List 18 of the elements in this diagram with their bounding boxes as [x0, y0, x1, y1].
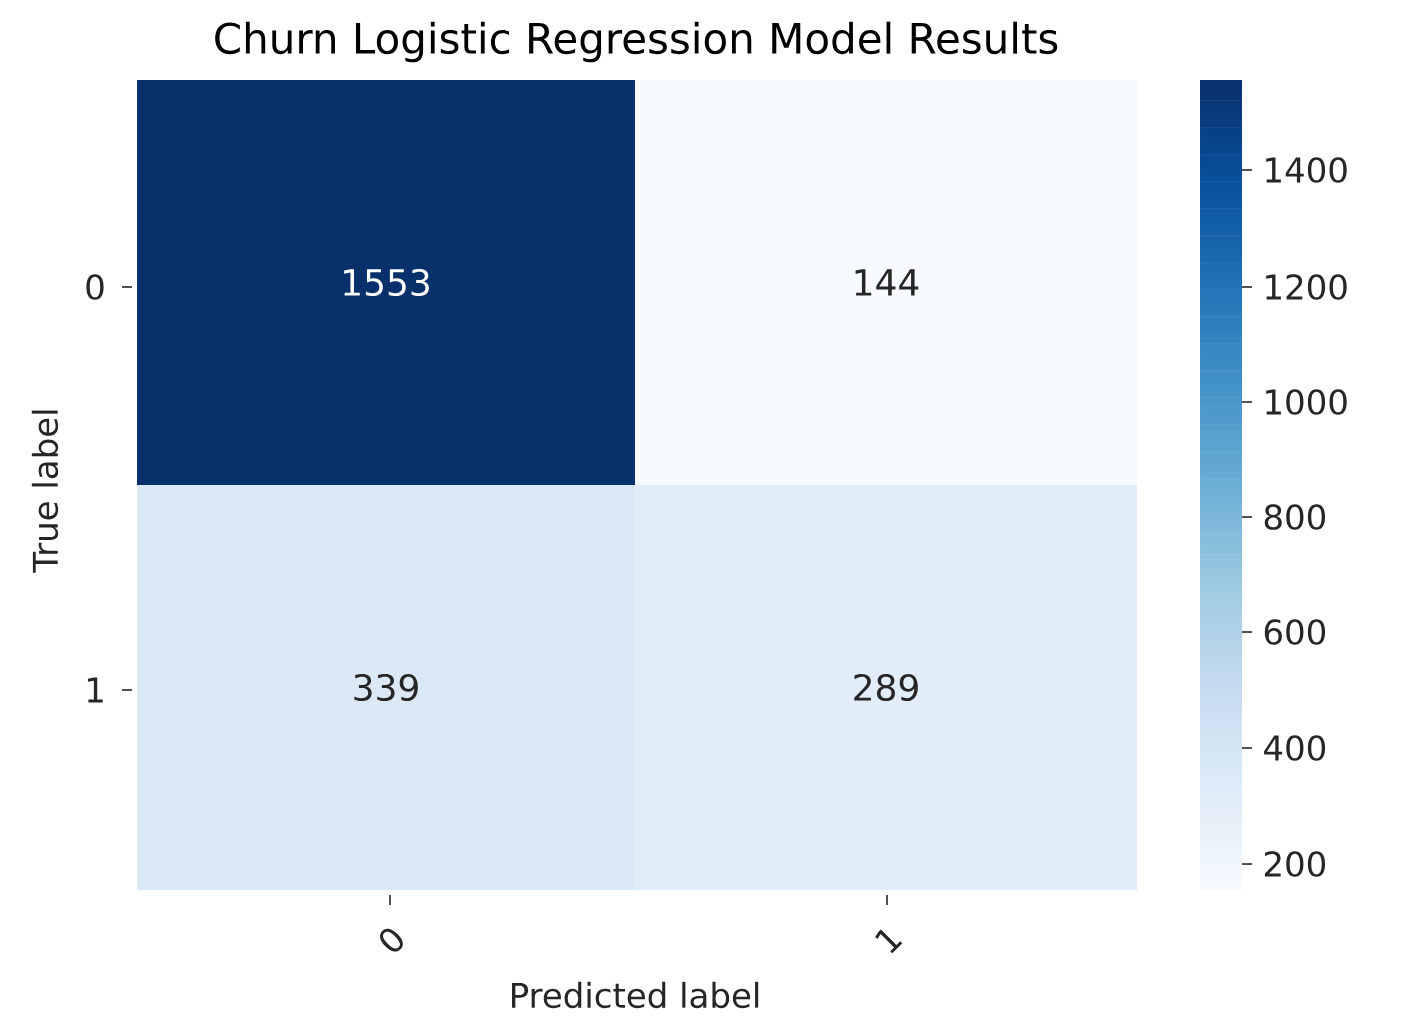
- heatmap-cell: 144: [635, 80, 1137, 485]
- tick-label: 1: [87, 677, 103, 703]
- axis-title: True label: [31, 410, 59, 573]
- tick-label: 400: [1264, 735, 1326, 761]
- tick-label: 1200: [1266, 274, 1347, 300]
- chart-title: Churn Logistic Regression Model Results: [215, 21, 1058, 63]
- tick-label: 600: [1264, 619, 1326, 645]
- tick-label: 1: [875, 929, 903, 954]
- tick-label: 1400: [1266, 157, 1347, 183]
- tick-label: 1000: [1266, 389, 1347, 415]
- tick-label: 200: [1264, 851, 1326, 877]
- heatmap-cell: 339: [137, 485, 635, 890]
- axis-title: Predicted label: [512, 981, 759, 1009]
- heatmap-cell: 289: [635, 485, 1137, 890]
- tick-label: 0: [86, 274, 104, 300]
- tick-label: 0: [380, 928, 403, 952]
- tick-label: 800: [1264, 504, 1326, 530]
- heatmap-cell: 1553: [137, 80, 635, 485]
